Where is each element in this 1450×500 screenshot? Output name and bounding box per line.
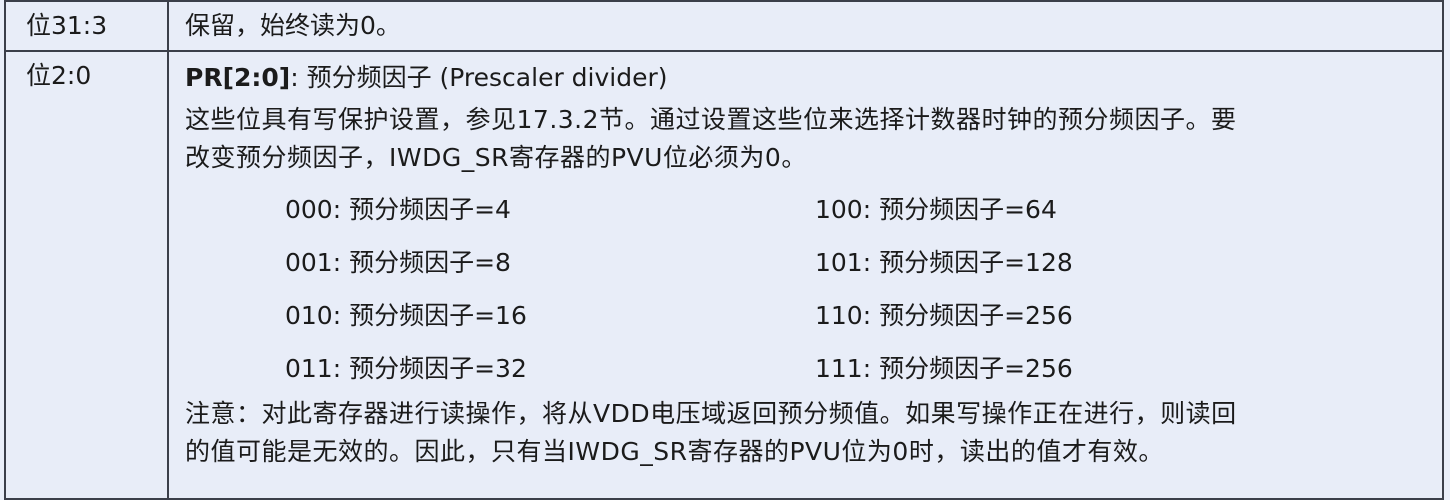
- value-item: 111: 预分频因子=256: [815, 353, 1073, 383]
- note-text: 注意：对此寄存器进行读操作，将从VDD电压域返回预分频值。如果写操作正在进行，则…: [185, 395, 1432, 471]
- description-line: 这些位具有写保护设置，参见17.3.2节。通过设置这些位来选择计数器时钟的预分频…: [185, 104, 1237, 134]
- register-bit-table: 位31:3 保留，始终读为0。 位2:0 PR[2:0]: 预分频因子 (Pre…: [4, 0, 1444, 500]
- field-description: 这些位具有写保护设置，参见17.3.2节。通过设置这些位来选择计数器时钟的预分频…: [185, 101, 1432, 177]
- value-list: 000: 预分频因子=4 100: 预分频因子=64 001: 预分频因子=8 …: [285, 183, 1432, 395]
- description-cell: 保留，始终读为0。: [167, 0, 1444, 52]
- table-row-pr: 位2:0 PR[2:0]: 预分频因子 (Prescaler divider) …: [4, 50, 1444, 500]
- value-item: 010: 预分频因子=16: [285, 300, 527, 330]
- value-item: 001: 预分频因子=8: [285, 247, 511, 277]
- description-line: 改变预分频因子，IWDG_SR寄存器的PVU位必须为0。: [185, 142, 807, 172]
- value-item: 101: 预分频因子=128: [815, 247, 1073, 277]
- field-heading: PR[2:0]: 预分频因子 (Prescaler divider): [185, 62, 1432, 95]
- table-row-reserved: 位31:3 保留，始终读为0。: [4, 0, 1444, 52]
- note-line: 注意：对此寄存器进行读操作，将从VDD电压域返回预分频值。如果写操作正在进行，则…: [185, 398, 1237, 428]
- note-line: 的值可能是无效的。因此，只有当IWDG_SR寄存器的PVU位为0时，读出的值才有…: [185, 436, 1164, 466]
- value-item: 110: 预分频因子=256: [815, 300, 1073, 330]
- bit-range-cell: 位31:3: [4, 0, 169, 52]
- field-title: : 预分频因子 (Prescaler divider): [290, 63, 668, 92]
- value-item: 000: 预分频因子=4: [285, 194, 511, 224]
- field-name: PR[2:0]: [185, 63, 291, 92]
- value-item: 100: 预分频因子=64: [815, 194, 1057, 224]
- value-item: 011: 预分频因子=32: [285, 353, 527, 383]
- bit-range-cell: 位2:0: [4, 50, 169, 500]
- description-cell: PR[2:0]: 预分频因子 (Prescaler divider) 这些位具有…: [167, 50, 1444, 500]
